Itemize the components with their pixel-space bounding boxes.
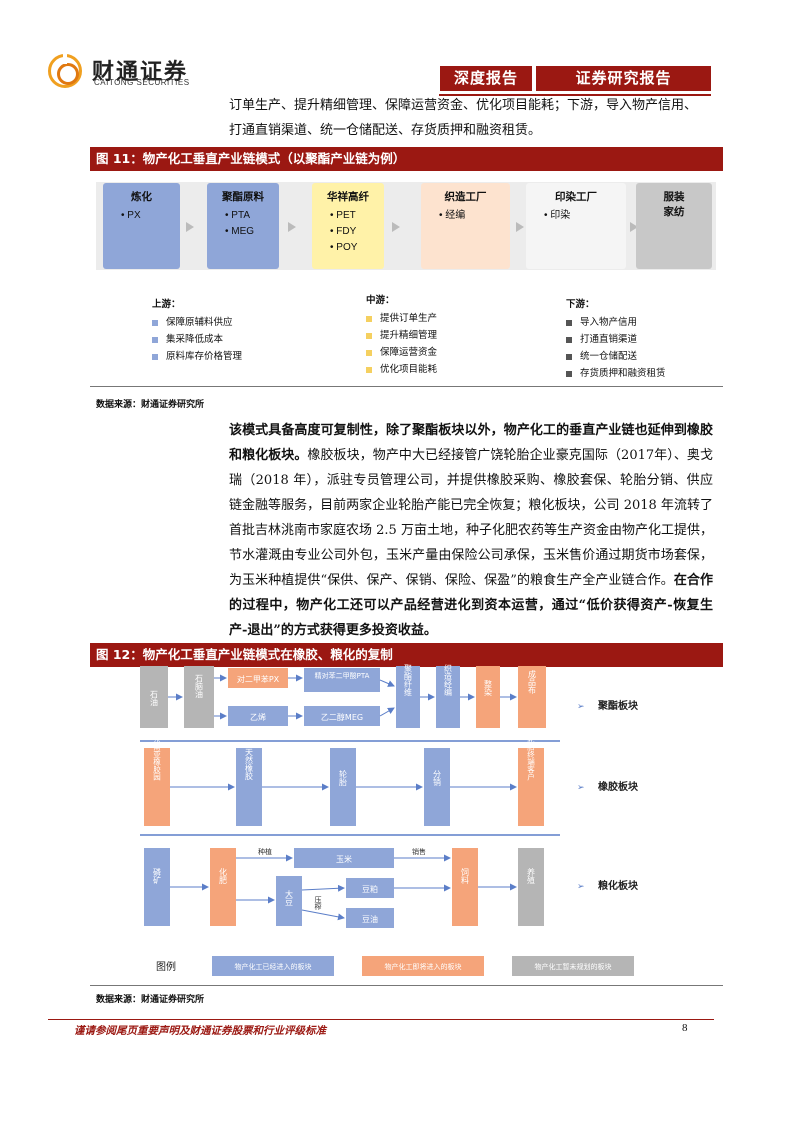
node-ethylene (228, 706, 288, 726)
edge-planting-label: 种植 (258, 847, 272, 856)
node-rubber-plantation-label: 东南亚橡胶园 (152, 734, 161, 782)
node-distribution-label: 分销 (433, 770, 442, 787)
arrow-icon (186, 222, 194, 232)
legend-upcoming-label: 物产化工即将进入的板块 (385, 962, 462, 971)
arrow-icon (516, 222, 524, 232)
node-cloth (518, 666, 546, 728)
bullet-arrow-icon: ➢ (577, 783, 585, 793)
node-oil (140, 666, 168, 728)
logo-text: 财通证券 (92, 60, 189, 85)
node-corn-label: 玉米 (336, 854, 352, 864)
legend-entered-label: 物产化工已经进入的板块 (235, 962, 312, 971)
footer-disclaimer: 谨请参阅尾页重要声明及财通证券股票和行业评级标准 (74, 1025, 326, 1037)
node-naphtha-label: 石脑油 (195, 674, 204, 699)
main-paragraph: 该模式具备高度可复制性，除了聚酯板块以外，物产化工的垂直产业链也延伸到橡胶和粮化… (229, 423, 713, 638)
report-type-tag: 深度报告 (440, 66, 532, 91)
node-natural-rubber (236, 748, 262, 826)
node-fiber (396, 666, 420, 728)
node-tire-customers-label: 轮胎终端客户 (526, 734, 535, 782)
node-tire-customers (518, 748, 544, 826)
node-rubber-plantation (144, 748, 170, 826)
edge-pressing-label: 压榨 (314, 896, 322, 911)
node-meg-label: 乙二醇MEG (321, 712, 363, 722)
node-dyeing (476, 666, 500, 728)
rubber-label: 橡胶板块 (598, 780, 639, 793)
arrow-icon (288, 222, 296, 232)
node-natural-rubber-label: 天然橡胶 (245, 748, 254, 781)
node-phosphate (144, 848, 170, 926)
midstream-list: 中游： 提供订单生产 提升精细管理 保障运营资金 优化项目能耗 (366, 295, 438, 375)
node-soyoil (346, 908, 394, 928)
logo-icon (48, 54, 82, 88)
upstream-list: 上游： 保障原辅料供应 集采降低成本 原料库存价格管理 (152, 299, 243, 362)
chain-box-apparel: 服装 家纺 (636, 183, 712, 269)
figure-11-title: 图 11：物产化工垂直产业链模式（以聚酯产业链为例） (90, 147, 723, 171)
legend-title: 图例 (156, 960, 176, 973)
node-phosphate-label: 磷矿 (153, 867, 162, 885)
node-feed-label: 饲料 (461, 867, 470, 885)
node-tire-label: 轮胎 (339, 769, 348, 787)
footer-rule (48, 1019, 714, 1020)
report-category-tag: 证券研究报告 (536, 66, 711, 91)
legend-swatch-unplanned (512, 956, 634, 976)
figure-12-title: 图 12：物产化工垂直产业链模式在橡胶、粮化的复制 (90, 643, 723, 667)
node-pta (304, 668, 380, 692)
node-feed (452, 848, 478, 926)
node-px (228, 668, 288, 688)
bullet-arrow-icon: ➢ (577, 882, 585, 892)
header-rule (439, 94, 711, 96)
node-dyeing-label: 整染 (484, 679, 493, 697)
node-pta-label: 精对苯二甲酸PTA (315, 671, 370, 680)
page-number: 8 (682, 1022, 688, 1034)
legend-swatch-entered (212, 956, 334, 976)
figure-rule (90, 386, 723, 387)
node-weaving-label: 织造经编 (444, 663, 453, 697)
figure-rule (90, 985, 723, 986)
node-soybean (276, 876, 302, 926)
node-soymeal (346, 878, 394, 898)
downstream-list: 下游： 导入物产信用 打通直销渠道 统一仓储配送 存货质押和融资租赁 (566, 299, 666, 379)
chain-box-polyester-raw: 聚酯原料 • PTA • MEG (207, 183, 279, 269)
arrow-icon (630, 222, 638, 232)
node-breeding (518, 848, 544, 926)
chain-box-weaving: 织造工厂 • 经编 (421, 183, 510, 269)
legend-swatch-upcoming (362, 956, 484, 976)
chain-box-refining: 炼化 • PX (103, 183, 180, 269)
bullet-arrow-icon: ➢ (577, 702, 585, 712)
grain-row: 磷矿 化肥 玉米 种植 大豆 豆粕 豆油 压榨 饲料 销售 养殖 ➢ 粮化板块 (144, 847, 639, 928)
node-weaving (436, 666, 460, 728)
node-breeding-label: 养殖 (527, 867, 536, 885)
legend: 图例 物产化工已经进入的板块 物产化工即将进入的板块 物产化工暂未规划的板块 (156, 956, 634, 976)
polyester-row: 石油 石脑油 对二甲苯PX 乙烯 精对苯二甲酸PTA 乙二醇MEG 聚酯纤维 织… (140, 663, 639, 728)
chain-box-huaxiang: 华祥高纤 • PET • FDY • POY (312, 183, 384, 269)
figure-12-source: 数据来源：财通证券研究所 (96, 995, 205, 1005)
node-cloth-label: 成品布 (528, 669, 537, 695)
node-ethylene-label: 乙烯 (250, 712, 266, 722)
polyester-label: 聚酯板块 (597, 699, 639, 712)
rubber-row: 东南亚橡胶园 天然橡胶 轮胎 分销 轮胎终端客户 ➢ 橡胶板块 (144, 734, 639, 826)
figure-12-diagram: 石油 石脑油 对二甲苯PX 乙烯 精对苯二甲酸PTA 乙二醇MEG 聚酯纤维 织… (140, 663, 639, 976)
node-soybean-label: 大豆 (285, 889, 294, 906)
intro-paragraph: 订单生产、提升精细管理、保障运营资金、优化项目能耗；下游，导入物产信用、 打通直… (229, 98, 698, 138)
node-fertilizer-label: 化肥 (219, 867, 228, 885)
edge-sales-label: 销售 (412, 847, 426, 856)
node-fiber-label: 聚酯纤维 (404, 664, 413, 697)
node-oil-label: 石油 (150, 690, 159, 707)
node-distribution (424, 748, 450, 826)
grain-label: 粮化板块 (598, 879, 639, 892)
node-soyoil-label: 豆油 (362, 914, 378, 924)
node-px-label: 对二甲苯PX (237, 674, 280, 684)
node-corn (294, 848, 394, 868)
legend-unplanned-label: 物产化工暂未规划的板块 (535, 962, 612, 971)
node-fertilizer (210, 848, 236, 926)
node-meg (304, 706, 380, 726)
figure-11-source: 数据来源：财通证券研究所 (96, 400, 205, 410)
node-naphtha (184, 666, 214, 728)
node-soymeal-label: 豆粕 (362, 884, 378, 894)
arrow-icon (392, 222, 400, 232)
logo-subtext: CAITONG SECURITIES (94, 78, 190, 87)
node-tire (330, 748, 356, 826)
chain-box-dyeing: 印染工厂 • 印染 (526, 183, 626, 269)
